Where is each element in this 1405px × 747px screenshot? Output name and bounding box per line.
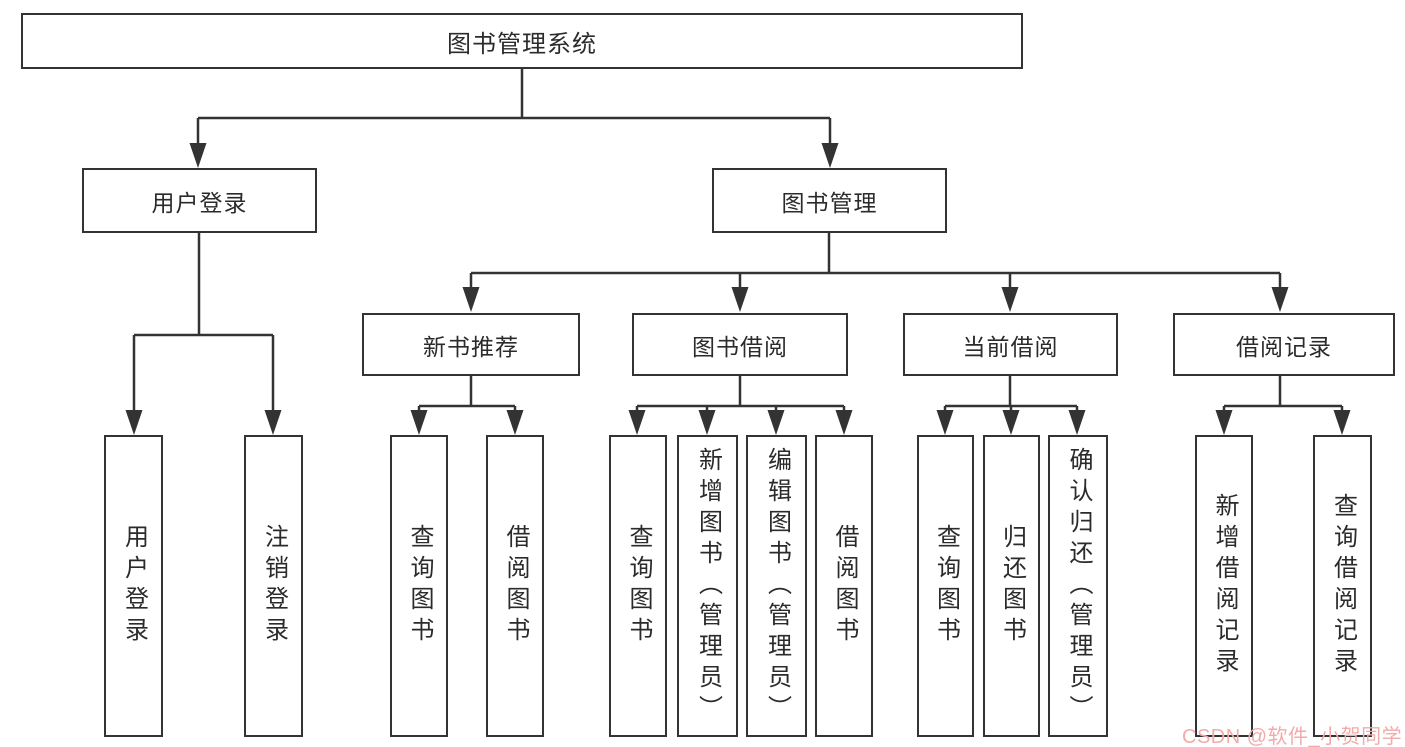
node-book-borrow: 图书借阅 bbox=[632, 313, 848, 376]
leaf-borrow-borrow-books: 借阅图书 bbox=[815, 435, 873, 737]
leaf-records-query-record: 查询借阅记录 bbox=[1313, 435, 1372, 737]
csdn-watermark: CSDN @软件_小贺同学 bbox=[1182, 726, 1403, 747]
node-user-login: 用户登录 bbox=[82, 168, 317, 233]
node-book-management: 图书管理 bbox=[712, 168, 947, 233]
node-new-book-recommend: 新书推荐 bbox=[362, 313, 580, 376]
leaf-recommend-borrow-books: 借阅图书 bbox=[486, 435, 544, 737]
leaf-borrow-add-books-admin: 新增图书（管理员） bbox=[677, 435, 738, 737]
leaf-current-return-books: 归还图书 bbox=[983, 435, 1040, 737]
node-current-borrow: 当前借阅 bbox=[903, 313, 1118, 376]
leaf-current-confirm-return-admin: 确认归还（管理员） bbox=[1048, 435, 1108, 737]
leaf-current-query-books: 查询图书 bbox=[917, 435, 974, 737]
leaf-logout: 注销登录 bbox=[244, 435, 303, 737]
leaf-borrow-edit-books-admin: 编辑图书（管理员） bbox=[746, 435, 807, 737]
leaf-records-add-record: 新增借阅记录 bbox=[1195, 435, 1253, 737]
node-library-management-system: 图书管理系统 bbox=[21, 13, 1023, 69]
leaf-recommend-query-books: 查询图书 bbox=[390, 435, 448, 737]
leaf-borrow-query-books: 查询图书 bbox=[609, 435, 667, 737]
node-borrow-records: 借阅记录 bbox=[1173, 313, 1395, 376]
leaf-user-login: 用户登录 bbox=[104, 435, 163, 737]
